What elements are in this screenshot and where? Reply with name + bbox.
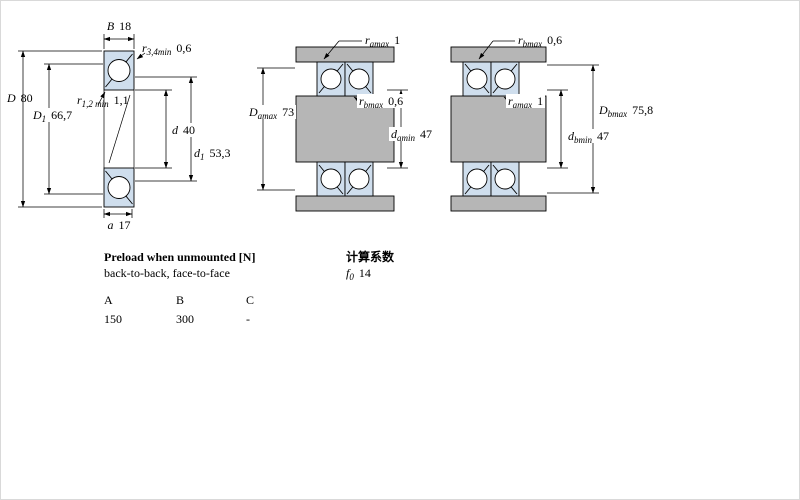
calculation-factors-title: 计算系数 — [346, 250, 395, 264]
housing-section — [295, 195, 395, 212]
preload-subtitle: back-to-back, face-to-face — [104, 266, 230, 280]
bearing-ball — [107, 176, 131, 199]
bearing-ball — [348, 68, 370, 90]
preload-col-C: C — [246, 293, 255, 307]
housing-section — [450, 46, 547, 63]
bearing-ball — [320, 168, 342, 190]
bearing-ball — [494, 168, 516, 190]
bearing-ball — [348, 168, 370, 190]
bearing-ball — [320, 68, 342, 90]
bearing-ball — [494, 68, 516, 90]
back-to-back-pair-figure — [295, 46, 395, 212]
housing-section — [295, 46, 395, 63]
preload-col-B: B — [176, 293, 185, 307]
preload-value-B: 300 — [176, 312, 194, 326]
preload-value-C: - — [246, 312, 250, 326]
bearing-ball — [107, 59, 131, 82]
single-bearing-figure — [103, 50, 135, 208]
contact-angle-line — [108, 94, 131, 164]
preload-title: Preload when unmounted [N] — [104, 250, 256, 264]
housing-section — [450, 195, 547, 212]
bearing-ball — [466, 168, 488, 190]
face-to-face-pair-figure — [450, 46, 547, 212]
preload-col-A: A — [104, 293, 113, 307]
bearing-ball — [466, 68, 488, 90]
single-bearing-dimension-lines — [18, 34, 197, 218]
preload-value-A: 150 — [104, 312, 122, 326]
